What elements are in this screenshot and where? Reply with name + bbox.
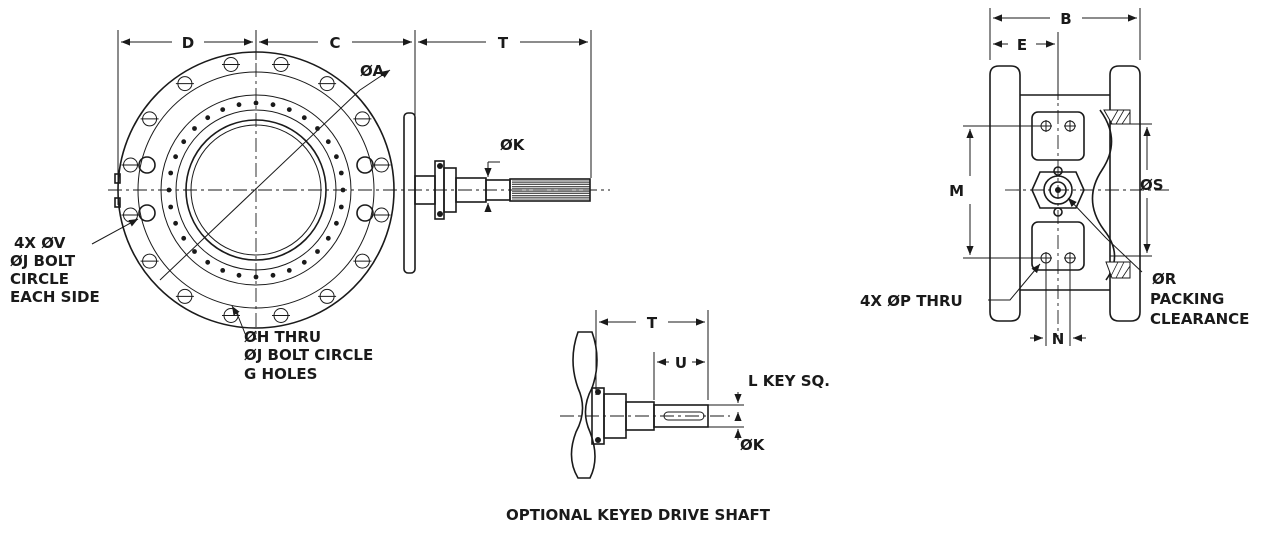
splined-shaft-end bbox=[509, 178, 591, 202]
retainer-screw bbox=[181, 139, 187, 145]
section-break-line bbox=[1091, 109, 1116, 281]
tapped-hole-upper-right bbox=[356, 156, 374, 174]
label-key-l: L KEY SQ. bbox=[748, 372, 830, 390]
note-r-line1: ØR bbox=[1152, 270, 1177, 288]
retainer-screw bbox=[220, 107, 226, 112]
retainer-screw bbox=[168, 204, 174, 210]
section-hatch-bottom bbox=[1105, 261, 1131, 279]
retainer-screw bbox=[173, 154, 179, 160]
side-view: B E bbox=[860, 8, 1249, 348]
tapped-hole-lower-right bbox=[356, 204, 374, 222]
label-b: B bbox=[1060, 10, 1071, 28]
retainer-screw bbox=[270, 272, 276, 278]
label-e: E bbox=[1017, 36, 1027, 54]
note-v-line2: ØJ BOLT bbox=[10, 252, 76, 270]
retainer-screw bbox=[301, 259, 307, 265]
leader-h bbox=[231, 305, 247, 337]
retainer-screw bbox=[270, 102, 276, 108]
label-key-k: ØK bbox=[740, 436, 766, 454]
retainer-screw bbox=[286, 107, 292, 112]
retainer-screw bbox=[192, 126, 197, 131]
mounting-holes bbox=[1040, 120, 1076, 264]
keyed-shaft-detail: T U L KEY SQ. ØK OPTIONAL KEYED DRIVE SH… bbox=[506, 310, 830, 524]
retainer-screw bbox=[286, 268, 292, 273]
label-n: N bbox=[1052, 330, 1065, 348]
note-h-line1: ØH THRU bbox=[244, 328, 321, 346]
label-m: M bbox=[949, 182, 964, 200]
tapped-hole-lower bbox=[138, 204, 156, 222]
retainer-screw bbox=[301, 115, 307, 121]
label-t: T bbox=[498, 34, 509, 52]
dim-line-a-diagonal bbox=[159, 89, 361, 281]
leader-v bbox=[91, 218, 139, 245]
retainer-screw bbox=[205, 115, 211, 121]
note-h-line2: ØJ BOLT CIRCLE bbox=[244, 346, 373, 364]
leader-p bbox=[988, 263, 1041, 301]
label-d: D bbox=[182, 34, 194, 52]
key-detail-nut-top bbox=[595, 389, 601, 395]
label-k: ØK bbox=[500, 136, 526, 154]
retainer-screw bbox=[205, 259, 211, 265]
label-s: ØS bbox=[1140, 176, 1164, 194]
leader-r bbox=[1067, 197, 1143, 273]
note-v-line1: 4X ØV bbox=[14, 234, 66, 252]
side-flange-left bbox=[989, 65, 1021, 322]
retainer-screw bbox=[168, 170, 174, 176]
side-boss-lower bbox=[114, 197, 121, 208]
retainer-screw-dots bbox=[166, 100, 346, 280]
note-p: 4X ØP THRU bbox=[860, 292, 963, 310]
label-c: C bbox=[329, 34, 340, 52]
mounting-plate bbox=[403, 112, 416, 274]
note-r-line3: CLEARANCE bbox=[1150, 310, 1249, 328]
tapped-hole-upper bbox=[138, 156, 156, 174]
retainer-screw bbox=[192, 249, 197, 254]
gland-nut-bottom bbox=[437, 211, 443, 217]
label-a: ØA bbox=[360, 62, 384, 80]
note-v-line3: CIRCLE bbox=[10, 270, 69, 288]
side-flange-right bbox=[1109, 65, 1141, 322]
detail-caption: OPTIONAL KEYED DRIVE SHAFT bbox=[506, 506, 771, 524]
label-key-t: T bbox=[647, 314, 658, 332]
retainer-screw bbox=[181, 235, 187, 241]
retainer-screw bbox=[338, 170, 344, 176]
retainer-screw bbox=[220, 268, 226, 273]
key-detail-plate bbox=[570, 331, 598, 479]
retainer-screw bbox=[236, 102, 242, 108]
retainer-screw bbox=[253, 100, 259, 106]
flange-bolt-holes bbox=[121, 57, 391, 323]
key-detail-nut-bottom bbox=[595, 437, 601, 443]
retainer-screw bbox=[315, 249, 320, 254]
retainer-screw bbox=[334, 154, 339, 160]
note-v-line4: EACH SIDE bbox=[10, 288, 100, 306]
retainer-screw bbox=[334, 220, 339, 226]
retainer-screw bbox=[325, 139, 331, 145]
dim-line-a-arrow bbox=[359, 69, 391, 91]
note-h-line3: G HOLES bbox=[244, 365, 317, 383]
gland-nut-top bbox=[437, 163, 443, 169]
retainer-screw bbox=[236, 272, 242, 278]
retainer-screw bbox=[338, 204, 344, 210]
side-boss-upper bbox=[114, 173, 121, 184]
retainer-screw bbox=[173, 220, 179, 226]
note-r-line2: PACKING bbox=[1150, 290, 1224, 308]
label-key-u: U bbox=[675, 354, 687, 372]
front-view: D C T ØA bbox=[10, 30, 610, 383]
retainer-screw bbox=[325, 235, 331, 241]
